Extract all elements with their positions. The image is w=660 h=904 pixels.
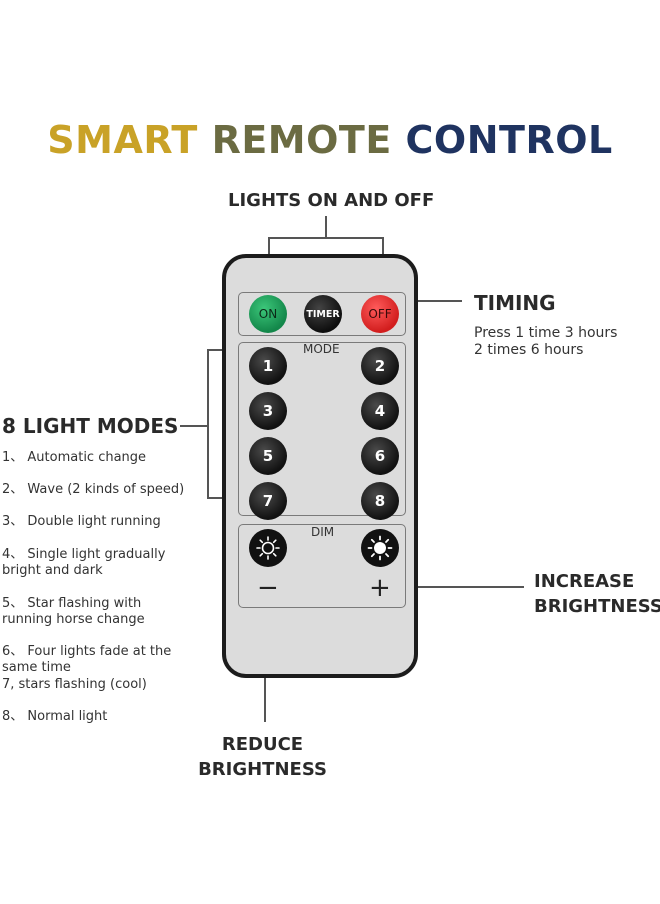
timing-heading: TIMING [474, 291, 556, 315]
mode-item: 2、 Wave (2 kinds of speed) [2, 482, 185, 497]
mode-2-button[interactable]: 2 [361, 347, 399, 385]
mode-6-button[interactable]: 6 [361, 437, 399, 475]
dim-down-button[interactable] [249, 529, 287, 567]
increase-line-2: BRIGHTNESS [534, 596, 660, 617]
page-title: SMART REMOTE CONTROL [0, 118, 660, 162]
minus-button[interactable]: − [257, 573, 279, 603]
power-panel: ON TIMER OFF [238, 292, 406, 336]
title-word-control: CONTROL [405, 118, 613, 162]
dim-panel: DIM − [238, 524, 406, 608]
mode-3-button[interactable]: 3 [249, 392, 287, 430]
mode-1-button[interactable]: 1 [249, 347, 287, 385]
remote-control: ON TIMER OFF MODE 1 2 3 4 5 6 7 8 DIM [222, 254, 418, 678]
plus-button[interactable]: + [369, 573, 391, 603]
increase-pointer-line [394, 586, 524, 588]
mode-item: bright and dark [2, 563, 103, 578]
bracket-line [325, 216, 327, 238]
mode-label: MODE [303, 342, 340, 356]
sun-outline-icon [256, 536, 280, 560]
lights-on-off-heading: LIGHTS ON AND OFF [228, 190, 435, 211]
mode-7-button[interactable]: 7 [249, 482, 287, 520]
light-modes-heading: 8 LIGHT MODES [2, 414, 179, 438]
dim-label: DIM [311, 525, 335, 539]
mode-5-button[interactable]: 5 [249, 437, 287, 475]
off-button[interactable]: OFF [361, 295, 399, 333]
timer-button[interactable]: TIMER [304, 295, 342, 333]
increase-brightness-label: INCREASE BRIGHTNESS [534, 569, 660, 619]
mode-4-button[interactable]: 4 [361, 392, 399, 430]
mode-item: 6、 Four lights fade at the [2, 644, 172, 659]
reduce-brightness-label: REDUCE BRIGHTNESS [190, 732, 335, 782]
mode-item: 7, stars flashing (cool) [2, 677, 147, 692]
title-word-smart: SMART [47, 118, 198, 162]
mode-item: running horse change [2, 612, 145, 627]
modes-pointer-line [180, 425, 208, 427]
sun-filled-icon [367, 535, 393, 561]
mode-item: 5、 Star flashing with [2, 596, 142, 611]
mode-8-button[interactable]: 8 [361, 482, 399, 520]
timing-line-2: 2 times 6 hours [474, 342, 584, 358]
bracket-line [268, 237, 383, 239]
mode-panel: MODE 1 2 3 4 5 6 7 8 [238, 342, 406, 520]
on-button[interactable]: ON [249, 295, 287, 333]
bracket-line [207, 349, 209, 498]
reduce-line-1: REDUCE [221, 734, 304, 755]
timing-pointer-line [398, 300, 462, 302]
mode-item: 8、 Normal light [2, 709, 108, 724]
increase-line-1: INCREASE [534, 571, 635, 592]
mode-item: 1、 Automatic change [2, 450, 147, 465]
reduce-line-2: BRIGHTNESS [198, 759, 327, 780]
timing-line-1: Press 1 time 3 hours [474, 325, 618, 341]
timing-description: Press 1 time 3 hours 2 times 6 hours [474, 325, 617, 359]
mode-item: 3、 Double light running [2, 514, 161, 529]
mode-item: same time [2, 660, 71, 675]
title-word-remote: REMOTE [211, 118, 392, 162]
dim-up-button[interactable] [361, 529, 399, 567]
mode-item: 4、 Single light gradually [2, 547, 166, 562]
